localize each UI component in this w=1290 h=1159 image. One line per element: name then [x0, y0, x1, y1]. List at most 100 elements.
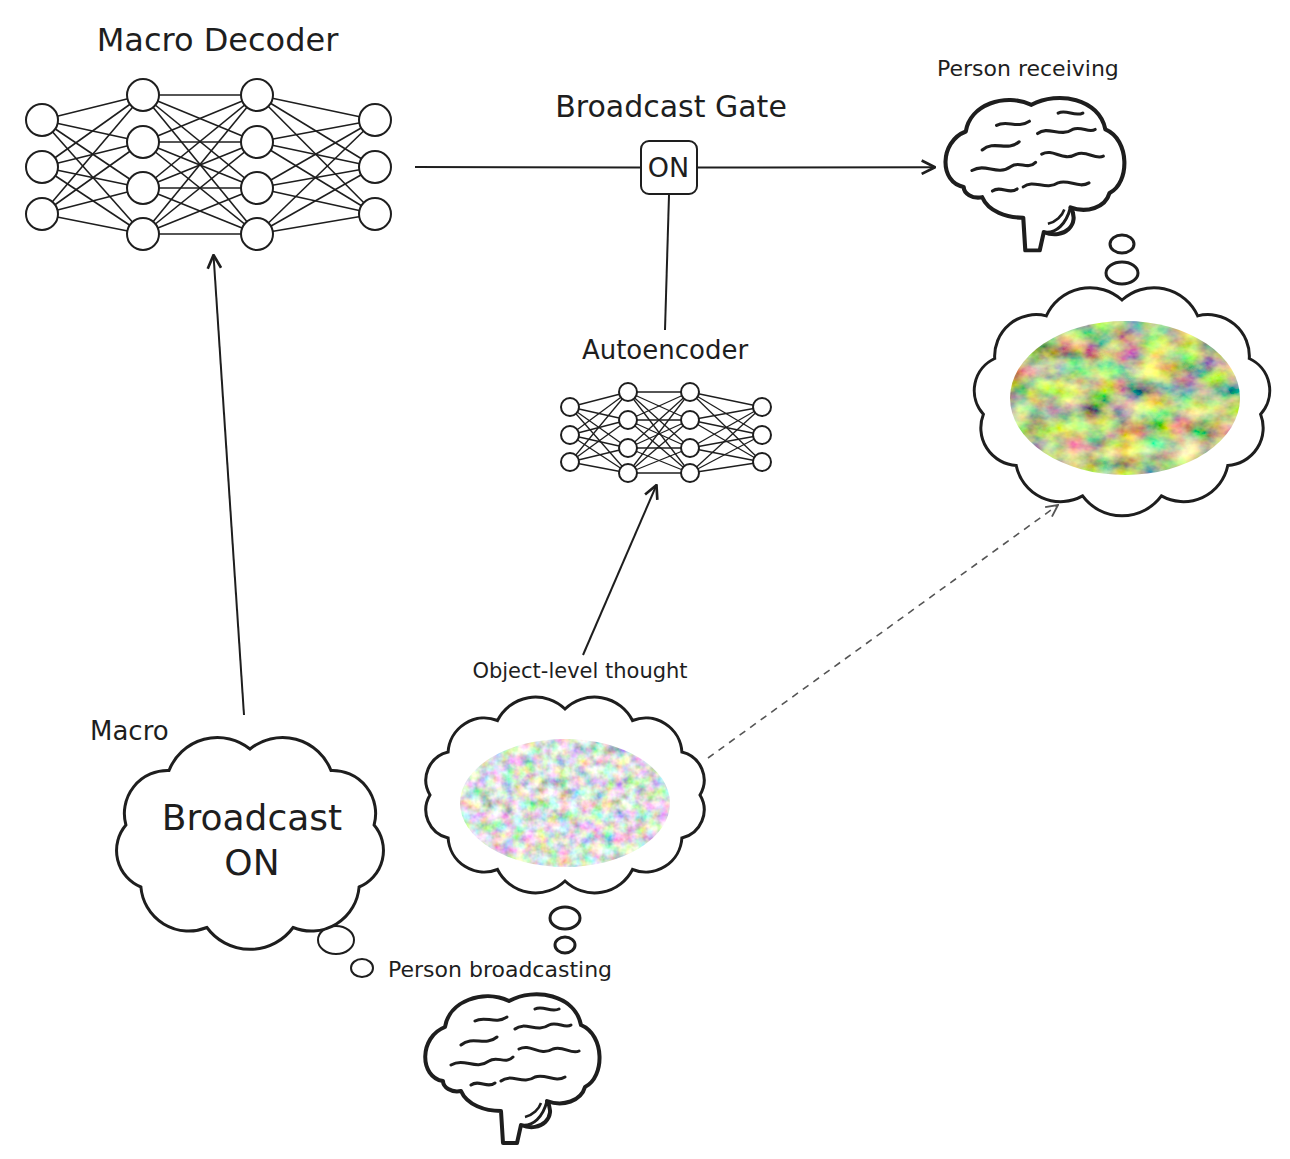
connector	[665, 195, 669, 330]
thought-cloud	[974, 288, 1269, 516]
thought-dot	[351, 959, 373, 977]
connector	[415, 166, 640, 169]
person-label: Person broadcasting	[388, 957, 612, 982]
net-link	[570, 420, 628, 462]
thought-image	[1005, 316, 1245, 480]
block-title: Macro Decoder	[20, 22, 415, 59]
net-neuron	[26, 104, 58, 136]
net-link	[628, 392, 690, 420]
net-neuron	[681, 439, 699, 457]
cloud-outline	[117, 738, 384, 950]
net-neuron	[619, 383, 637, 401]
net-link	[690, 448, 762, 462]
thought-dot	[1106, 262, 1138, 284]
thought-dot	[555, 937, 575, 953]
net-neuron	[241, 218, 273, 250]
net-link	[143, 95, 257, 142]
net-link	[628, 392, 690, 473]
thought-node: MacroBroadcast ON	[85, 715, 385, 940]
net-link	[143, 142, 257, 234]
net-link	[143, 188, 257, 234]
brain-outline	[946, 98, 1125, 251]
net-link	[42, 95, 143, 167]
connector	[698, 166, 935, 168]
net-neuron	[561, 398, 579, 416]
net-link	[143, 233, 257, 235]
thought-dot	[550, 907, 580, 929]
net-neuron	[753, 453, 771, 471]
thought-image	[455, 734, 675, 872]
net-neuron	[619, 411, 637, 429]
net-neuron	[127, 172, 159, 204]
net-link	[257, 167, 375, 234]
net-neuron	[359, 151, 391, 183]
net-link	[628, 420, 690, 448]
net-neuron	[241, 126, 273, 158]
net-neuron	[619, 464, 637, 482]
net-neuron	[26, 198, 58, 230]
thought-label: Object-level thought	[425, 659, 735, 683]
brain-icon	[415, 985, 605, 1145]
net-neuron	[681, 383, 699, 401]
net-link	[690, 435, 762, 473]
brain-node: Person broadcasting	[415, 985, 605, 1145]
net-link	[257, 95, 375, 120]
net-neuron	[753, 398, 771, 416]
network-block: Autoencoder	[559, 330, 771, 485]
net-neuron	[681, 464, 699, 482]
net-neuron	[359, 198, 391, 230]
net-neuron	[241, 172, 273, 204]
net-link	[143, 95, 257, 188]
net-link	[143, 95, 257, 188]
net-neuron	[127, 218, 159, 250]
gate-state: ON	[642, 152, 695, 183]
net-link	[628, 420, 690, 448]
net-link	[143, 94, 257, 96]
thought-label: Macro	[90, 717, 169, 747]
net-neuron	[359, 104, 391, 136]
net-neuron	[127, 79, 159, 111]
net-neuron	[753, 426, 771, 444]
net-link	[257, 95, 375, 214]
brain-node: Person receiving	[935, 88, 1130, 253]
net-link	[628, 392, 690, 420]
net-link	[628, 392, 690, 473]
net-link	[143, 142, 257, 234]
connector	[214, 255, 245, 715]
net-neuron	[561, 426, 579, 444]
person-label: Person receiving	[937, 56, 1119, 81]
dashed-arrow	[708, 505, 1058, 758]
network-block: Macro Decoder	[20, 20, 415, 255]
thought-text: Broadcast ON	[147, 795, 357, 885]
net-neuron	[561, 453, 579, 471]
brain-icon	[935, 88, 1130, 253]
thought-cloud	[425, 655, 715, 885]
net-neuron	[619, 439, 637, 457]
net-link	[42, 142, 143, 214]
net-link	[690, 462, 762, 473]
net-link	[143, 188, 257, 234]
net-link	[570, 392, 628, 435]
connector	[583, 485, 657, 655]
net-neuron	[127, 126, 159, 158]
net-link	[690, 407, 762, 448]
net-link	[257, 120, 375, 234]
net-link	[257, 214, 375, 234]
net-link	[690, 435, 762, 448]
brain-outline	[425, 994, 599, 1143]
net-link	[690, 392, 762, 407]
net-neuron	[26, 151, 58, 183]
gate-title: Broadcast Gate	[555, 90, 787, 125]
net-link	[628, 448, 690, 473]
net-link	[143, 95, 257, 142]
net-link	[143, 95, 257, 234]
net-link	[690, 407, 762, 473]
gate-box: Broadcast GateON	[640, 140, 698, 195]
net-neuron	[241, 79, 273, 111]
thought-node: Object-level thought	[425, 655, 715, 885]
thought-dot	[1110, 235, 1134, 253]
cloud-outline	[426, 697, 704, 893]
net-neuron	[681, 411, 699, 429]
net-link	[143, 95, 257, 234]
